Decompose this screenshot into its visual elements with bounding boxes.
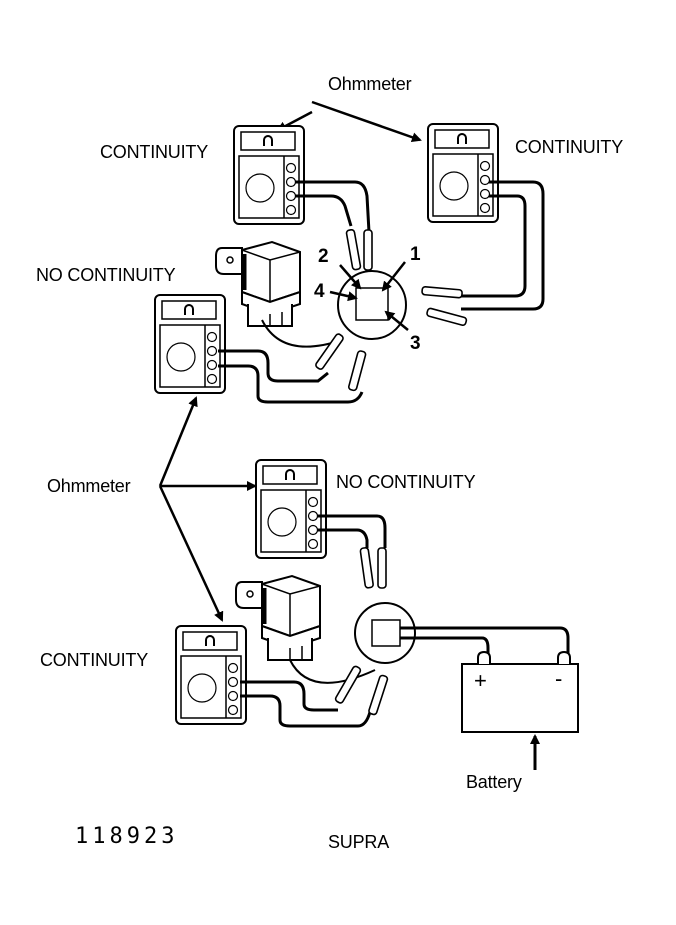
bottom-connector: [289, 602, 416, 684]
ohmmeter-bottom-top: [255, 459, 327, 559]
battery-positive-sign: +: [474, 668, 487, 693]
relay-top: [216, 242, 300, 326]
status-no-continuity-bottom: NO CONTINUITY: [336, 472, 476, 492]
relay-bottom: [236, 576, 320, 660]
figure-code: 118923: [75, 824, 179, 849]
ohmmeter-label-bottom: Ohmmeter: [47, 476, 131, 496]
ohmmeter-top-right: [427, 123, 499, 223]
bottom-wires: [240, 514, 570, 728]
status-no-continuity-top: NO CONTINUITY: [36, 265, 176, 285]
ohmmeter-top-left: [233, 125, 305, 225]
battery-negative-sign: -: [555, 666, 563, 691]
terminal-label-4: 4: [314, 281, 325, 302]
battery-label: Battery: [466, 772, 522, 792]
status-continuity-bottom: CONTINUITY: [40, 650, 148, 670]
terminal-label-2: 2: [318, 246, 329, 267]
model-caption: SUPRA: [328, 832, 390, 852]
bottom-ohmmeter-arrows: [158, 396, 257, 622]
status-continuity-top-left: CONTINUITY: [100, 142, 208, 162]
ohmmeter-bottom-left: [175, 625, 247, 725]
top-wires: [218, 180, 545, 404]
ohmmeter-top-bottom: [154, 294, 226, 394]
terminal-label-1: 1: [410, 244, 421, 265]
ohmmeter-label-top: Ohmmeter: [328, 74, 412, 94]
battery: [461, 650, 579, 733]
terminal-arrows: [329, 261, 409, 331]
terminal-label-3: 3: [410, 333, 421, 354]
status-continuity-top-right: CONTINUITY: [515, 137, 623, 157]
